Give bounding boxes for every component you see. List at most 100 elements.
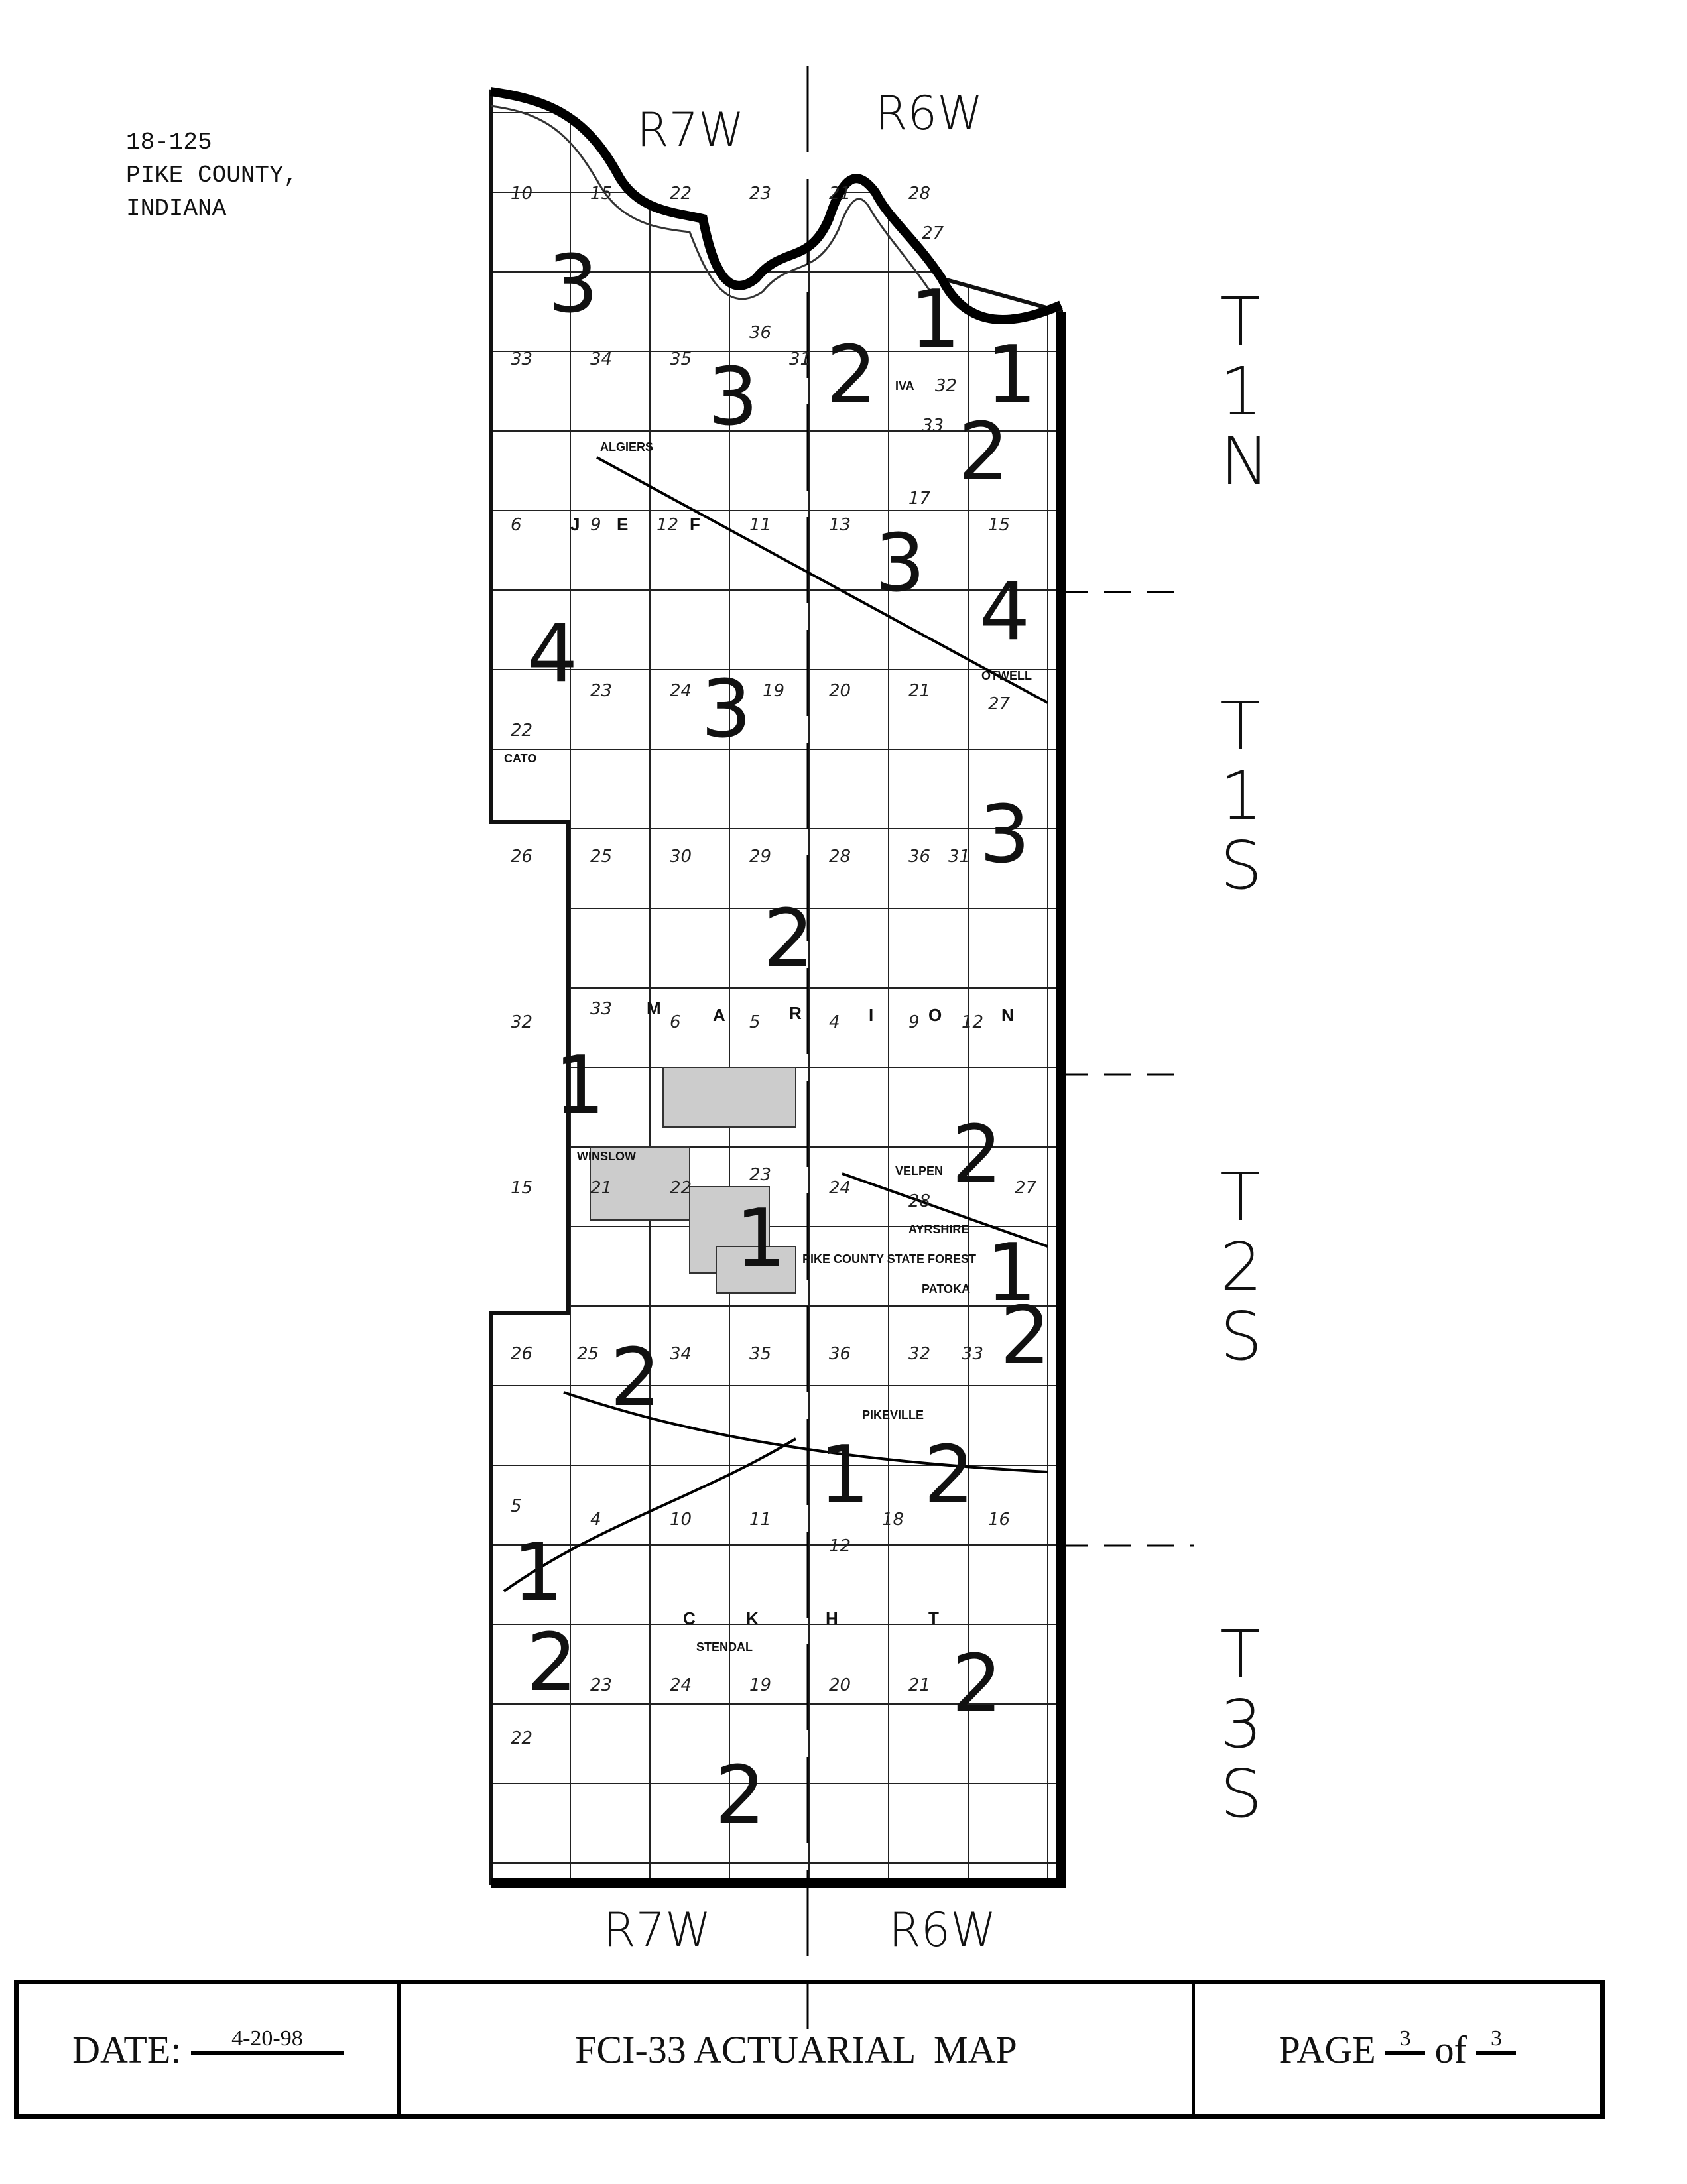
section-number: 27 xyxy=(1015,1178,1037,1198)
map-title: FCI-33 ACTUARIAL MAP xyxy=(575,2028,1017,2071)
risk-zone-number: 2 xyxy=(527,1617,577,1709)
section-number: 24 xyxy=(670,681,692,701)
range-label-bottom-east: R6W xyxy=(889,1903,996,1957)
risk-zone-number: 2 xyxy=(952,1109,1002,1201)
of-label: of xyxy=(1434,2028,1467,2071)
section-number: 4 xyxy=(590,1510,601,1530)
township-label: N xyxy=(1220,422,1270,500)
river-bank xyxy=(490,105,936,300)
section-number: 5 xyxy=(749,1012,761,1032)
section-number: 9 xyxy=(590,515,601,535)
state-name: INDIANA xyxy=(126,195,227,222)
risk-zone-number: 3 xyxy=(548,239,598,331)
place-label: ALGIERS xyxy=(600,440,653,454)
section-number: 23 xyxy=(590,1675,612,1695)
place-label: J xyxy=(570,515,580,534)
map-code: 18-125 xyxy=(126,129,212,156)
state-road xyxy=(503,456,1048,1593)
section-number: 4 xyxy=(829,1012,840,1032)
section-number: 31 xyxy=(948,847,970,867)
place-label: E xyxy=(617,515,628,534)
section-number: 25 xyxy=(577,1344,599,1364)
section-number: 36 xyxy=(829,1344,851,1364)
section-number: 15 xyxy=(511,1178,532,1198)
section-number: 27 xyxy=(922,223,944,243)
section-number: 23 xyxy=(749,1165,771,1185)
risk-zone-number: 1 xyxy=(986,1227,1036,1319)
section-number: 17 xyxy=(908,489,931,509)
section-number: 21 xyxy=(908,1675,930,1695)
section-number: 12 xyxy=(962,1012,983,1032)
section-number: 22 xyxy=(511,721,532,741)
place-label: H xyxy=(826,1608,838,1628)
section-number: 34 xyxy=(590,349,612,369)
risk-zone-number: 1 xyxy=(819,1429,869,1522)
section-number: 23 xyxy=(590,681,612,701)
section-number: 23 xyxy=(749,184,771,204)
township-label: S xyxy=(1220,1755,1262,1833)
township-label: T xyxy=(1220,688,1261,765)
section-number: 22 xyxy=(511,1729,532,1748)
section-number: 33 xyxy=(590,999,612,1019)
place-label: STENDAL xyxy=(696,1640,753,1654)
risk-zone-number: 3 xyxy=(708,351,758,444)
section-number: 35 xyxy=(749,1344,771,1364)
white-river xyxy=(489,87,1063,325)
township-label: 1 xyxy=(1220,757,1263,835)
page-current: 3 xyxy=(1385,2026,1426,2055)
risk-zone-number: 1 xyxy=(513,1527,563,1619)
risk-zone-number: 2 xyxy=(952,1638,1002,1730)
township-label: S xyxy=(1220,1298,1262,1375)
section-number: 32 xyxy=(511,1012,532,1032)
risk-zone-number: 2 xyxy=(924,1429,974,1522)
section-number: 26 xyxy=(511,1344,532,1364)
date-value: 4-20-98 xyxy=(190,2026,344,2055)
township-label: 1 xyxy=(1220,353,1263,430)
section-number: 36 xyxy=(749,323,771,343)
section-number: 26 xyxy=(511,847,532,867)
section-number: 31 xyxy=(789,349,811,369)
map-title-cell: FCI-33 ACTUARIAL MAP xyxy=(401,1984,1195,2114)
section-number: 6 xyxy=(670,1012,681,1032)
risk-zone-number: 3 xyxy=(701,664,751,756)
section-number: 19 xyxy=(763,681,784,701)
section-number: 11 xyxy=(749,515,771,535)
section-number: 22 xyxy=(670,184,692,204)
risk-zone-number: 2 xyxy=(610,1332,660,1424)
section-number: 33 xyxy=(962,1344,983,1364)
risk-zone-number: 2 xyxy=(763,893,814,985)
place-label: PIKEVILLE xyxy=(862,1408,924,1422)
place-label: IVA xyxy=(895,379,914,393)
section-number: 21 xyxy=(590,1178,612,1198)
section-number: 9 xyxy=(908,1012,920,1032)
place-label: CATO xyxy=(504,752,536,765)
title-block: DATE: 4-20-98 FCI-33 ACTUARIAL MAP PAGE … xyxy=(14,1980,1605,2119)
section-number: 35 xyxy=(670,349,692,369)
place-label: OTWELL xyxy=(981,669,1032,682)
state-forest-hatch xyxy=(590,1067,796,1294)
section-number: 10 xyxy=(670,1510,692,1530)
place-label: T xyxy=(928,1608,939,1628)
section-number: 34 xyxy=(670,1344,692,1364)
range-label-bottom-west: R7W xyxy=(603,1903,711,1957)
place-label: N xyxy=(1001,1005,1014,1025)
section-number: 28 xyxy=(908,1191,930,1211)
section-number: 25 xyxy=(590,847,612,867)
section-number: 22 xyxy=(670,1178,692,1198)
range-label-top-west: R7W xyxy=(637,103,744,157)
section-number: 15 xyxy=(988,515,1010,535)
risk-zone-number: 2 xyxy=(958,406,1009,499)
date-cell: DATE: 4-20-98 xyxy=(19,1984,401,2114)
section-number: 21 xyxy=(829,184,851,204)
section-number: 16 xyxy=(988,1510,1010,1530)
section-number: 32 xyxy=(908,1344,930,1364)
section-number: 13 xyxy=(829,515,851,535)
section-grid xyxy=(491,91,1061,1883)
section-number: 20 xyxy=(829,681,851,701)
place-label: WINSLOW xyxy=(577,1150,636,1163)
risk-zone-number: 1 xyxy=(986,330,1036,422)
township-label: S xyxy=(1220,827,1262,904)
place-label: K xyxy=(746,1608,759,1628)
place-label: R xyxy=(789,1003,802,1023)
